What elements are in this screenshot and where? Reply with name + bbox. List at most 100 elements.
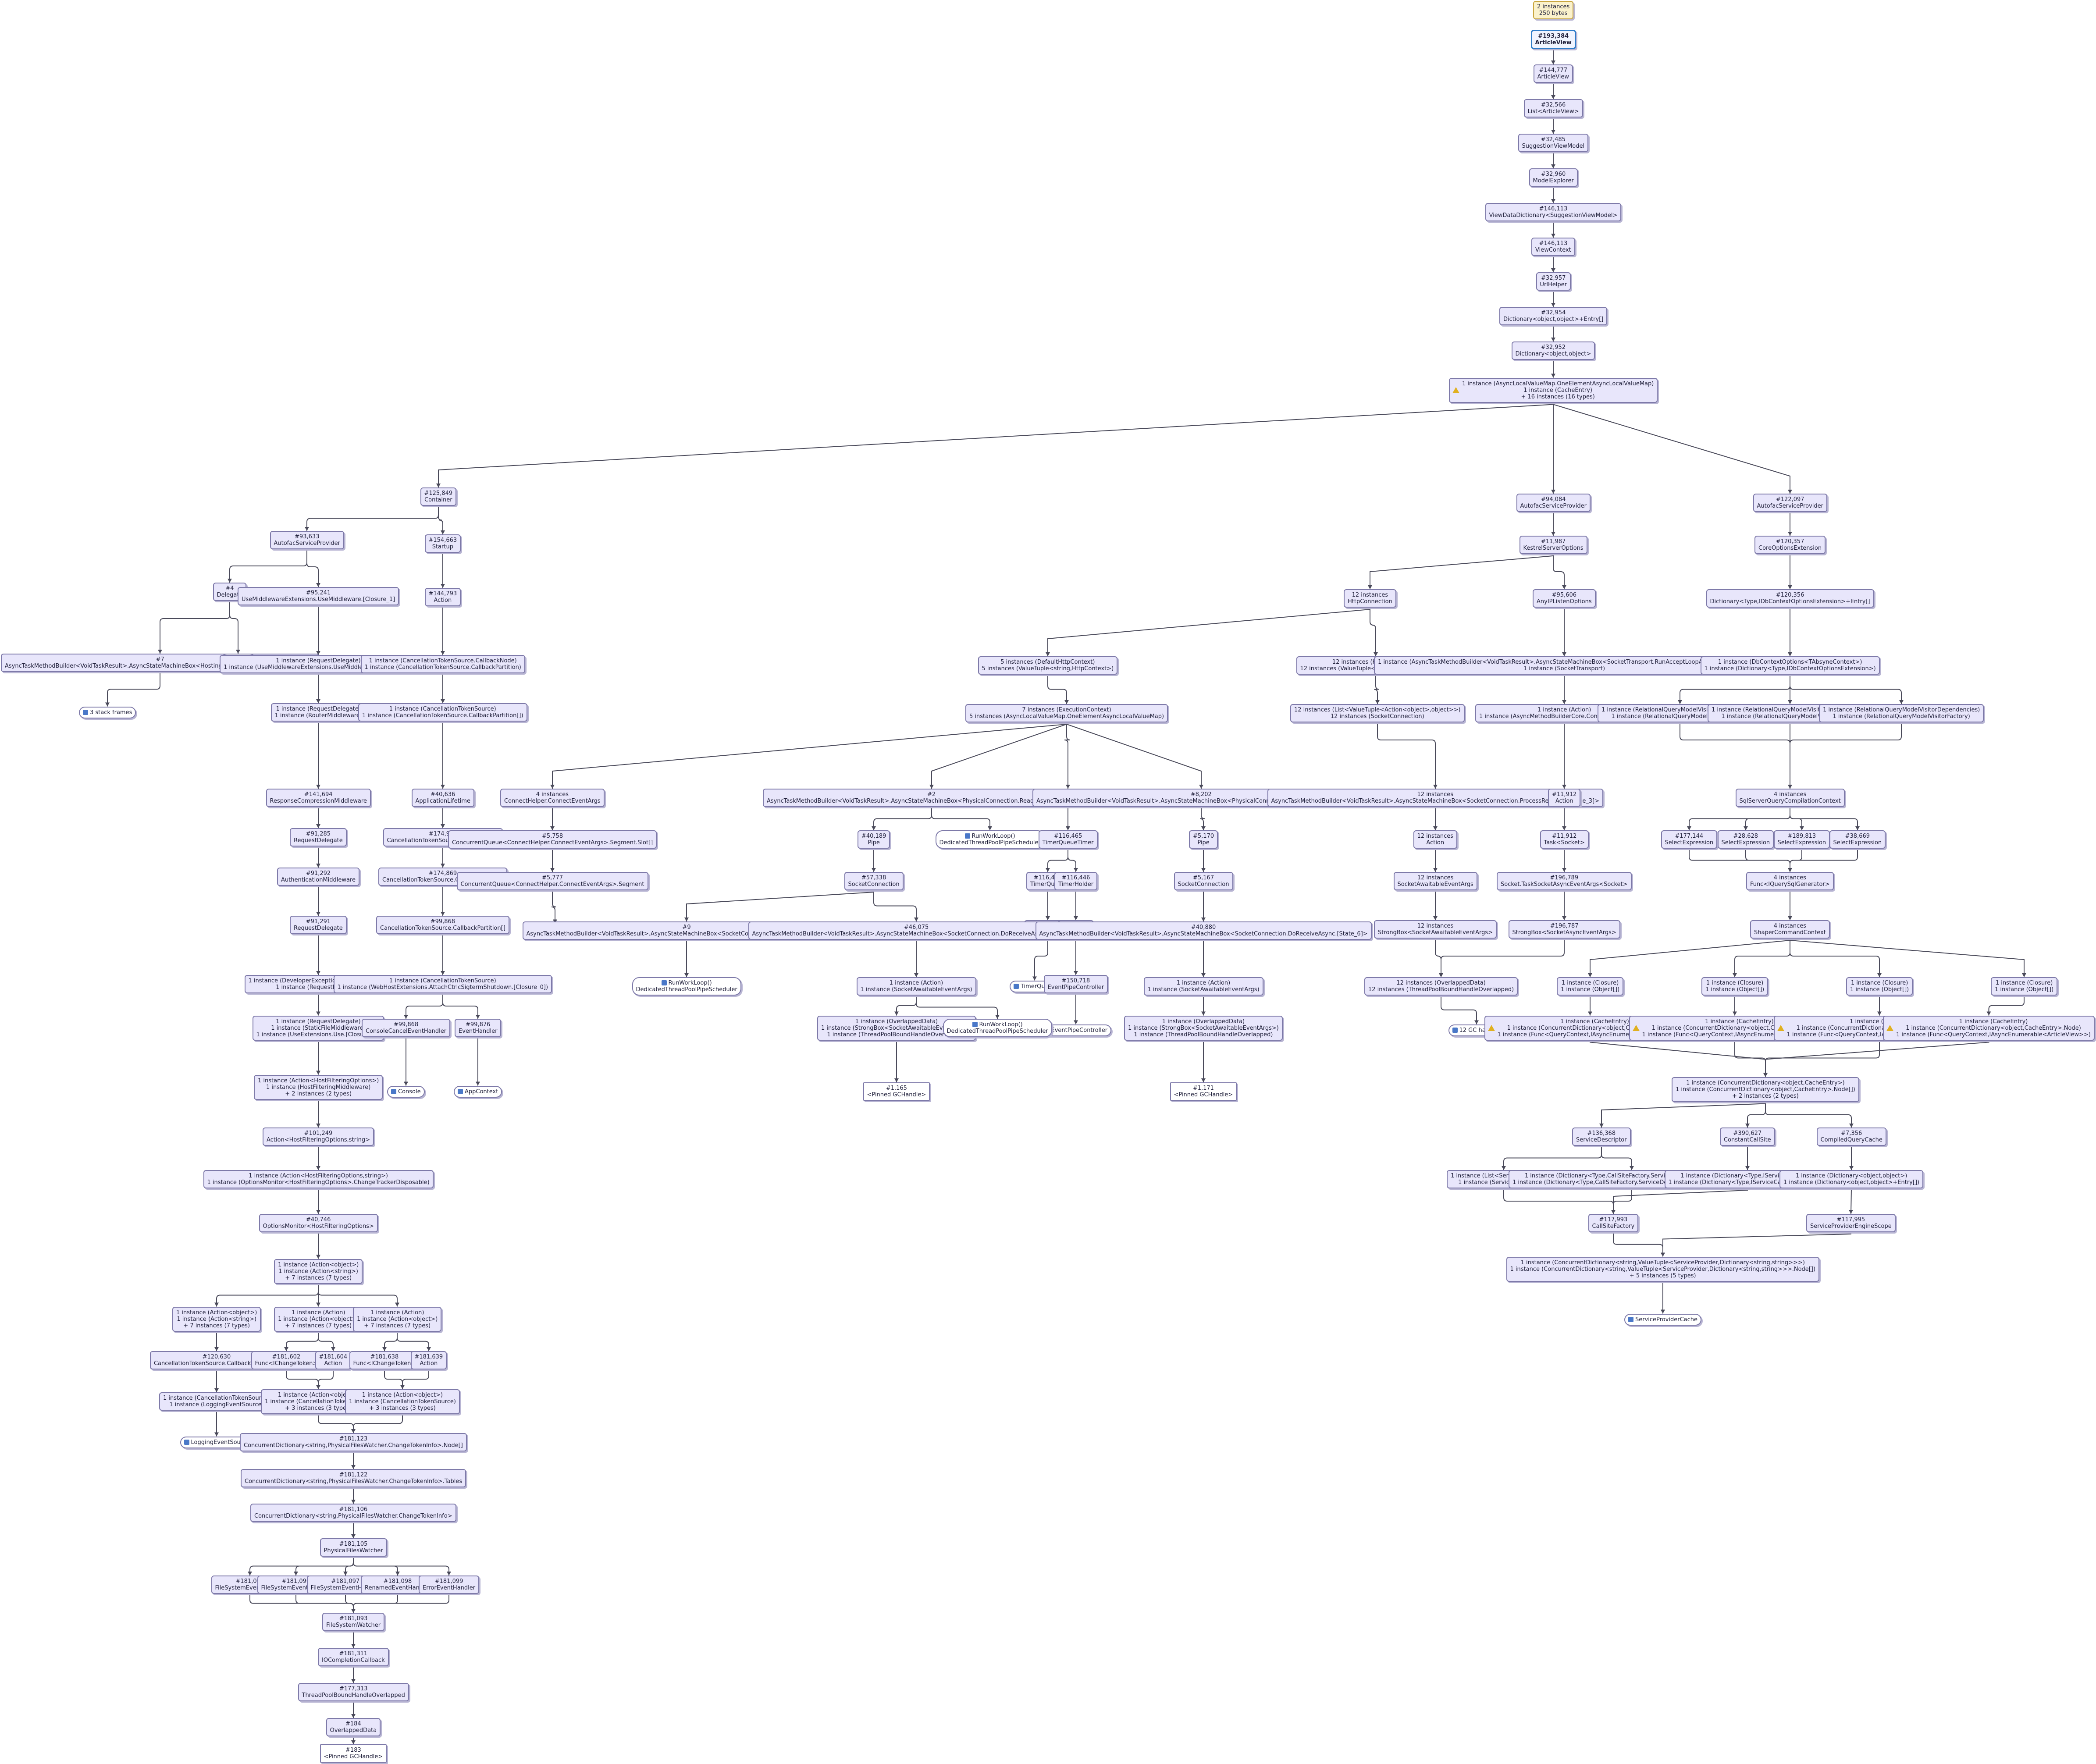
graph-node-c17[interactable]: 1 instance (Action)1 instance (Action<ob…: [353, 1306, 442, 1332]
graph-node-c10[interactable]: 1 instance (Action<HostFilteringOptions>…: [254, 1074, 383, 1100]
graph-node-f4[interactable]: 1 instance (DbContextOptions<TAbsyneCont…: [1700, 656, 1880, 675]
graph-node-e43[interactable]: #1,171<Pinned GCHandle>: [1170, 1082, 1237, 1101]
graph-node-e7[interactable]: 1 instance (AsyncTaskMethodBuilder<VoidT…: [1374, 656, 1754, 675]
graph-node-f18[interactable]: 1 instance (Closure)1 instance (Object[]…: [1991, 977, 2058, 996]
graph-node-e34[interactable]: 1 instance (Action)1 instance (SocketAwa…: [856, 977, 976, 996]
graph-node-f23[interactable]: 1 instance (ConcurrentDictionary<object,…: [1672, 1077, 1859, 1102]
graph-node-d13[interactable]: AppContext: [454, 1085, 502, 1098]
graph-node-c40[interactable]: #183<Pinned GCHandle>: [320, 1744, 387, 1763]
graph-node-c12[interactable]: 1 instance (Action<HostFilteringOptions,…: [203, 1170, 434, 1188]
graph-node-c25[interactable]: 1 instance (Action<object>)1 instance (C…: [345, 1389, 460, 1414]
graph-node-d3[interactable]: 1 instance (CancellationTokenSource.Call…: [360, 655, 525, 673]
graph-node-e5[interactable]: 5 instances (DefaultHttpContext)5 instan…: [978, 656, 1118, 675]
graph-node-b6[interactable]: 3 stack frames: [79, 706, 136, 718]
graph-node-f16[interactable]: 1 instance (Closure)1 instance (Object[]…: [1701, 977, 1769, 996]
graph-node-c3[interactable]: 1 instance (RequestDelegate)1 instance (…: [270, 703, 366, 722]
graph-node-d12[interactable]: Console: [387, 1085, 425, 1098]
graph-node-c14[interactable]: 1 instance (Action<object>)1 instance (A…: [274, 1259, 363, 1284]
graph-node-d9[interactable]: 1 instance (CancellationTokenSource)1 in…: [333, 975, 552, 993]
graph-node-f34[interactable]: ServiceProviderCache: [1624, 1313, 1701, 1326]
graph-node-d4[interactable]: 1 instance (CancellationTokenSource)1 in…: [358, 703, 527, 722]
graph-node-e37[interactable]: #1,165<Pinned GCHandle>: [863, 1082, 930, 1101]
graph-node-e36[interactable]: RunWorkLoop()DedicatedThreadPoolPipeSche…: [943, 1019, 1052, 1037]
graph-node-e21[interactable]: RunWorkLoop()DedicatedThreadPoolPipeSche…: [935, 830, 1045, 849]
graph-node-e8[interactable]: 7 instances (ExecutionContext)5 instance…: [965, 704, 1168, 722]
graph-node-e33[interactable]: RunWorkLoop()DedicatedThreadPoolPipeSche…: [632, 977, 741, 996]
graph-node-c15[interactable]: 1 instance (Action<object>)1 instance (A…: [172, 1306, 261, 1332]
graph-node-f30[interactable]: 1 instance (Dictionary<object,object>)1 …: [1779, 1170, 1924, 1188]
graph-node-f33[interactable]: 1 instance (ConcurrentDictionary<string,…: [1506, 1256, 1820, 1282]
graph-node-c23[interactable]: 1 instance (CancellationTokenSource)1 in…: [159, 1392, 274, 1411]
graph-node-e42[interactable]: 1 instance (OverlappedData)1 instance (S…: [1124, 1015, 1283, 1041]
graph-node-e9[interactable]: 12 instances (List<ValueTuple<Action<obj…: [1290, 704, 1465, 722]
graph-node-c24[interactable]: 1 instance (Action<object>)1 instance (C…: [261, 1389, 376, 1414]
